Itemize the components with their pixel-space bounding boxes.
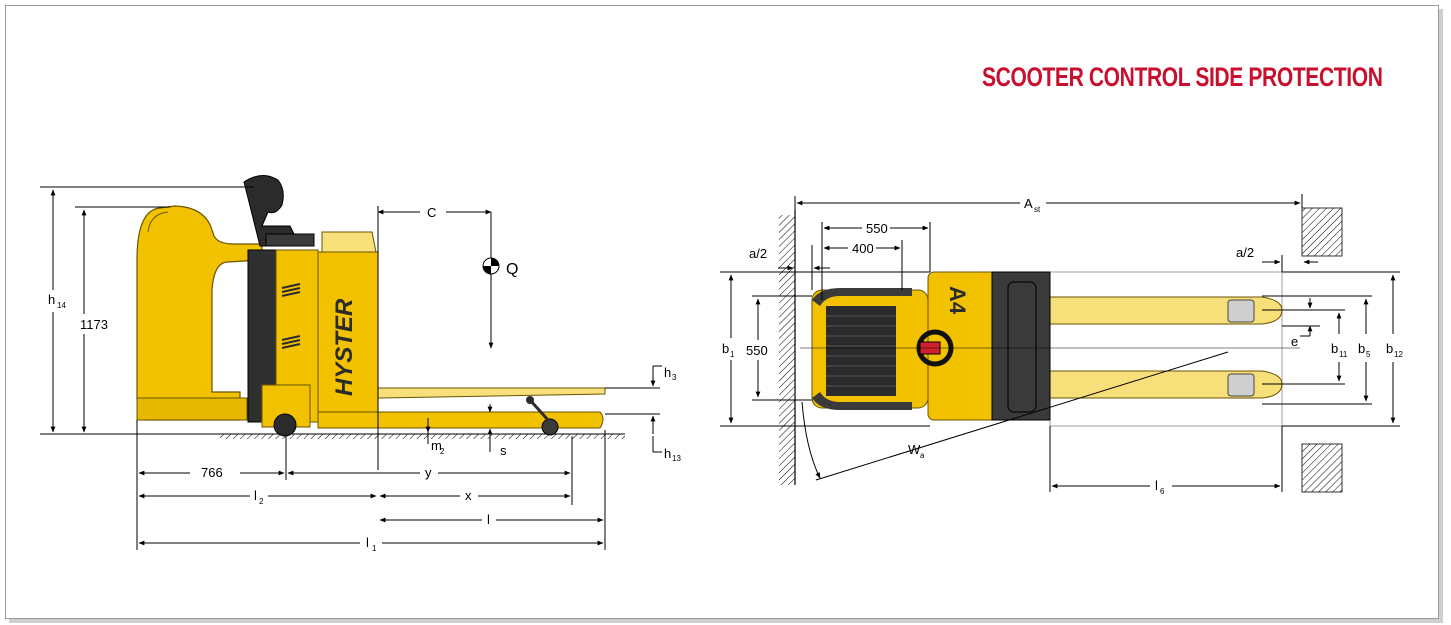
label-a2-right: a/2 bbox=[1236, 245, 1254, 260]
label-wa: W bbox=[908, 442, 921, 457]
label-l6: l bbox=[1155, 478, 1158, 493]
label-ast-sub: st bbox=[1034, 205, 1041, 214]
label-m2: m bbox=[431, 438, 442, 453]
fork-upper bbox=[377, 387, 606, 399]
label-m2-sub: 2 bbox=[440, 447, 445, 456]
label-550-top: 550 bbox=[866, 221, 888, 236]
drive-wheel bbox=[273, 413, 297, 437]
label-l6-sub: 6 bbox=[1160, 487, 1165, 496]
label-wa-sub: a bbox=[920, 451, 925, 460]
platform-base bbox=[136, 397, 248, 421]
page-title: SCOOTER CONTROL SIDE PROTECTION bbox=[982, 62, 1383, 92]
label-x: x bbox=[465, 488, 472, 503]
label-766: 766 bbox=[201, 465, 223, 480]
label-b12: b bbox=[1386, 341, 1393, 356]
ground-hatch bbox=[220, 434, 625, 439]
brand-logo: HYSTER bbox=[331, 298, 358, 396]
label-q: Q bbox=[506, 261, 518, 278]
side-guard-top bbox=[812, 288, 912, 306]
mat-grid bbox=[826, 315, 896, 387]
model-badge: A4 bbox=[945, 286, 970, 315]
label-b5: b bbox=[1358, 341, 1365, 356]
label-c: C bbox=[427, 205, 436, 220]
drive-housing bbox=[261, 384, 311, 428]
turning-radius-line bbox=[815, 351, 1229, 481]
side-view: HYSTER Q C bbox=[40, 175, 681, 553]
label-h14: h bbox=[48, 292, 55, 307]
label-1173: 1173 bbox=[80, 317, 108, 332]
load-roller-2 bbox=[1227, 373, 1255, 397]
right-wall-top bbox=[1301, 207, 1343, 257]
chassis-front bbox=[317, 251, 379, 423]
load-wheel bbox=[541, 418, 559, 436]
tiller-head bbox=[243, 175, 301, 247]
load-roller-1 bbox=[1227, 299, 1255, 323]
vent-grille bbox=[281, 283, 301, 349]
platform-mat bbox=[826, 306, 896, 396]
battery-top bbox=[991, 271, 1051, 421]
pallet-outline bbox=[1049, 271, 1283, 427]
fork-lower bbox=[317, 411, 604, 429]
label-s: s bbox=[500, 443, 507, 458]
left-wall-hatch bbox=[779, 215, 795, 485]
top-view: A4 A st 550 bbox=[720, 194, 1403, 496]
label-h13-sub: 13 bbox=[672, 454, 681, 463]
label-e: e bbox=[1291, 334, 1298, 349]
label-h13: h bbox=[664, 446, 671, 461]
label-l: l bbox=[487, 512, 490, 527]
turning-arc bbox=[801, 401, 821, 479]
label-h14-sub: 14 bbox=[57, 301, 66, 310]
label-b5-sub: 5 bbox=[1366, 350, 1371, 359]
label-y: y bbox=[425, 465, 432, 480]
label-l1-sub: 1 bbox=[372, 544, 377, 553]
side-guard-bottom bbox=[812, 392, 912, 410]
operator-platform bbox=[136, 205, 263, 421]
label-h3: h bbox=[664, 365, 671, 380]
label-b1: b bbox=[722, 341, 729, 356]
battery-cover bbox=[321, 231, 377, 253]
label-ast: A bbox=[1024, 196, 1033, 211]
label-b11: b bbox=[1331, 341, 1338, 356]
label-b11-sub: 11 bbox=[1339, 350, 1348, 359]
tiller-base bbox=[265, 233, 315, 247]
label-l2: l bbox=[254, 488, 257, 503]
label-b12-sub: 12 bbox=[1394, 350, 1403, 359]
label-h3-sub: 3 bbox=[672, 373, 677, 382]
label-b1-sub: 1 bbox=[730, 350, 735, 359]
label-550-left: 550 bbox=[746, 343, 768, 358]
label-l1: l bbox=[366, 535, 369, 550]
label-l2-sub: 2 bbox=[259, 497, 264, 506]
label-a2-left: a/2 bbox=[749, 246, 767, 261]
right-wall-bottom bbox=[1301, 443, 1343, 493]
label-400: 400 bbox=[852, 241, 874, 256]
